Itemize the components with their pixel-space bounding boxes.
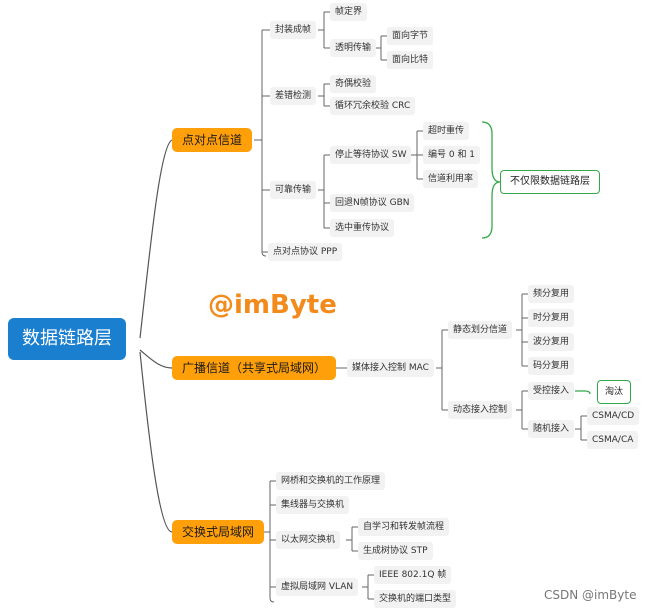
obsolete-bracket bbox=[575, 390, 591, 395]
node-wdm: 波分复用 bbox=[528, 333, 575, 351]
node-byte-oriented: 面向字节 bbox=[387, 27, 434, 45]
node-stp: 生成树协议 STP bbox=[358, 542, 433, 560]
node-encapsulation: 封装成帧 bbox=[270, 21, 317, 39]
node-static-channel: 静态划分信道 bbox=[448, 321, 513, 339]
node-crc: 循环冗余校验 CRC bbox=[330, 97, 416, 115]
link-root-switched bbox=[139, 351, 173, 533]
node-ppp: 点对点协议 PPP bbox=[268, 243, 343, 261]
node-dynamic-access: 动态接入控制 bbox=[448, 401, 513, 419]
node-numbering: 编号 0 和 1 bbox=[423, 146, 481, 164]
node-go-back-n: 回退N帧协议 GBN bbox=[330, 194, 415, 212]
node-selective-repeat: 选中重传协议 bbox=[330, 219, 395, 237]
node-channel-utilization: 信道利用率 bbox=[423, 170, 479, 188]
node-stop-and-wait: 停止等待协议 SW bbox=[330, 146, 412, 164]
branch-point-to-point: 点对点信道 bbox=[172, 128, 253, 152]
watermark-text: @imByte bbox=[208, 290, 337, 320]
node-ethernet-switch: 以太网交换机 bbox=[276, 531, 341, 549]
node-fdm: 频分复用 bbox=[528, 285, 575, 303]
node-port-types: 交换机的端口类型 bbox=[374, 590, 457, 608]
branch-switched-lan: 交换式局域网 bbox=[172, 520, 265, 544]
node-cdm: 码分复用 bbox=[528, 357, 575, 375]
node-vlan: 虚拟局域网 VLAN bbox=[276, 578, 359, 596]
node-timeout-retransmit: 超时重传 bbox=[423, 122, 470, 140]
branch-broadcast: 广播信道（共享式局域网） bbox=[172, 356, 337, 380]
node-tdm: 时分复用 bbox=[528, 309, 575, 327]
node-hub-vs-switch: 集线器与交换机 bbox=[276, 496, 350, 514]
node-ieee-8021q: IEEE 802.1Q 帧 bbox=[374, 566, 452, 584]
node-mac: 媒体接入控制 MAC bbox=[347, 359, 434, 377]
root-node: 数据链路层 bbox=[8, 318, 126, 360]
node-transparent-transmission: 透明传输 bbox=[330, 39, 377, 57]
node-random-access: 随机接入 bbox=[528, 420, 575, 438]
node-csma-ca: CSMA/CA bbox=[587, 431, 639, 449]
node-error-detection: 差错检测 bbox=[270, 87, 317, 105]
link-root-broadcast bbox=[139, 349, 173, 369]
node-parity-check: 奇偶校验 bbox=[330, 75, 377, 93]
node-bridge-switch-principle: 网桥和交换机的工作原理 bbox=[276, 472, 386, 490]
node-bit-oriented: 面向比特 bbox=[387, 51, 434, 69]
link-root-p2p bbox=[139, 139, 173, 339]
note-obsolete: 淘汰 bbox=[597, 380, 632, 404]
node-self-learning: 自学习和转发帧流程 bbox=[358, 518, 450, 536]
note-not-only-data-link: 不仅限数据链路层 bbox=[500, 170, 600, 194]
node-frame-delimiting: 帧定界 bbox=[330, 3, 368, 21]
node-reliable-transmission: 可靠传输 bbox=[270, 181, 317, 199]
note-bracket bbox=[481, 121, 501, 239]
credit-text: CSDN @imByte bbox=[544, 588, 637, 602]
node-csma-cd: CSMA/CD bbox=[587, 407, 640, 425]
node-controlled-access: 受控接入 bbox=[528, 382, 575, 400]
